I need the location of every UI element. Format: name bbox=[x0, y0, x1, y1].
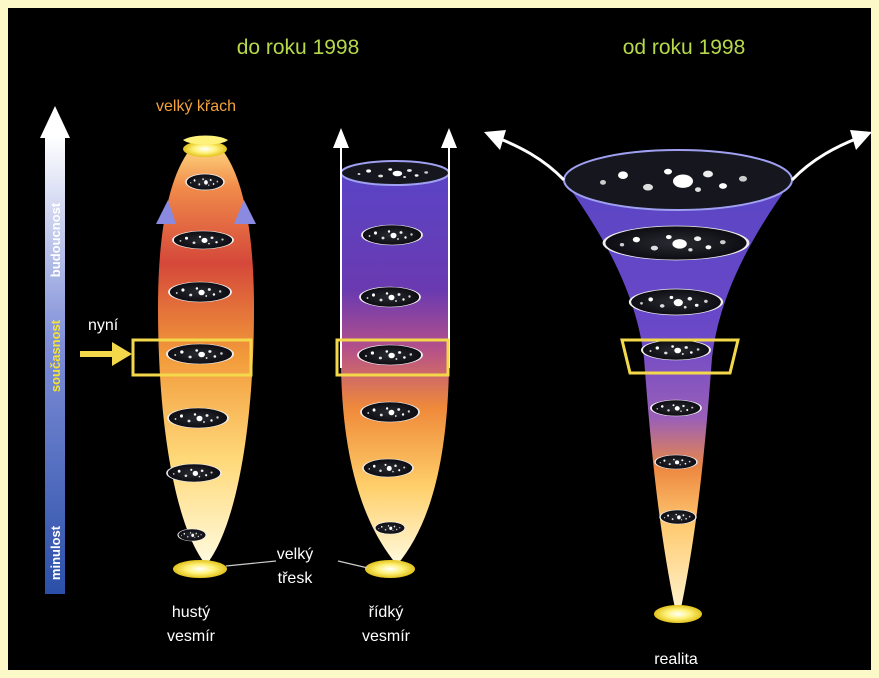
now-label: nyní bbox=[88, 317, 119, 334]
dense-big-bang bbox=[173, 560, 227, 578]
axis-label-future: budoucnost bbox=[48, 202, 63, 277]
reality-big-bang bbox=[654, 605, 702, 623]
header-before-1998: do roku 1998 bbox=[237, 36, 360, 59]
big-crunch-label: velký křach bbox=[156, 98, 236, 115]
header-after-1998: od roku 1998 bbox=[623, 36, 746, 59]
sparse-universe-label-line1: řídký bbox=[369, 604, 404, 621]
reality-label: realita bbox=[654, 651, 698, 668]
universe-expansion-diagram: do roku 1998 od roku 1998 budoucnost sou… bbox=[8, 8, 871, 670]
dense-universe-label-line2: vesmír bbox=[167, 628, 216, 645]
sparse-big-bang bbox=[365, 560, 415, 578]
now-arrow bbox=[80, 342, 132, 366]
big-bang-label-line2: třesk bbox=[278, 570, 314, 587]
big-bang-label-line1: velký bbox=[277, 546, 313, 563]
dense-universe-label-line1: hustý bbox=[172, 604, 210, 621]
axis-label-present: současnost bbox=[48, 319, 63, 392]
axis-label-past: minulost bbox=[48, 525, 63, 580]
sparse-universe-label-line2: vesmír bbox=[362, 628, 411, 645]
diagram-canvas: do roku 1998 od roku 1998 budoucnost sou… bbox=[8, 8, 871, 670]
